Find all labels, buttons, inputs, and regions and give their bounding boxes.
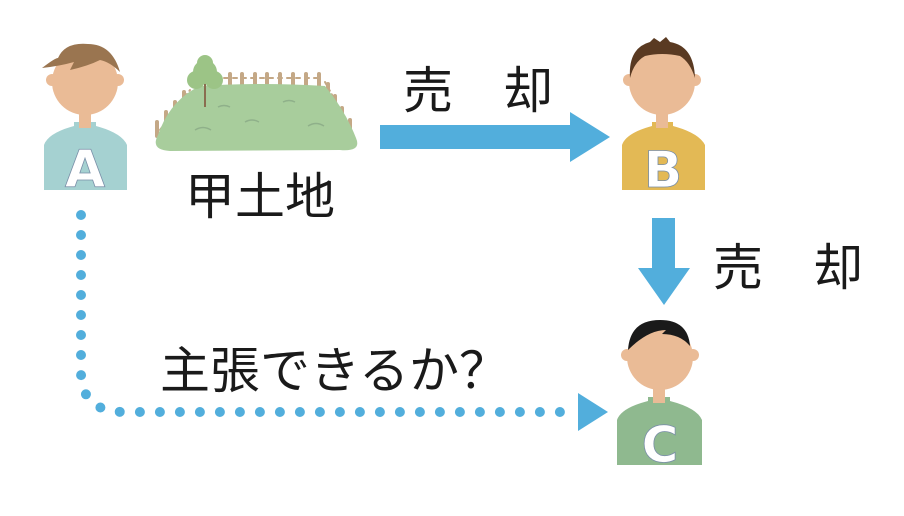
person-a-hair bbox=[42, 43, 120, 72]
land-label: 甲土地 bbox=[185, 168, 335, 226]
person-a-head bbox=[52, 49, 118, 115]
sale-label-1: 売 却 bbox=[403, 62, 553, 120]
person-c: C bbox=[617, 320, 702, 474]
land-illustration bbox=[155, 55, 358, 151]
sale-arrow-right bbox=[380, 112, 610, 162]
person-b-hair bbox=[629, 37, 695, 78]
person-c-body bbox=[617, 397, 702, 465]
person-b-body bbox=[622, 122, 705, 190]
person-b-letter: B bbox=[644, 141, 682, 199]
person-a-letter: A bbox=[65, 140, 105, 200]
person-b: B bbox=[622, 37, 705, 199]
person-b-head bbox=[629, 49, 695, 115]
person-c-letter: C bbox=[642, 416, 679, 474]
person-a: A bbox=[42, 43, 127, 200]
question-label: 主張できるか？ bbox=[160, 342, 509, 400]
person-c-hair bbox=[628, 320, 690, 350]
sale-label-2: 売 却 bbox=[713, 239, 863, 297]
tree-icon bbox=[187, 55, 223, 107]
sale-arrow-down bbox=[638, 218, 690, 305]
claim-dotted-path bbox=[76, 210, 570, 417]
grass-field bbox=[155, 84, 358, 151]
person-a-body bbox=[44, 122, 127, 190]
person-c-head bbox=[627, 324, 693, 390]
claim-arrowhead bbox=[578, 393, 608, 431]
